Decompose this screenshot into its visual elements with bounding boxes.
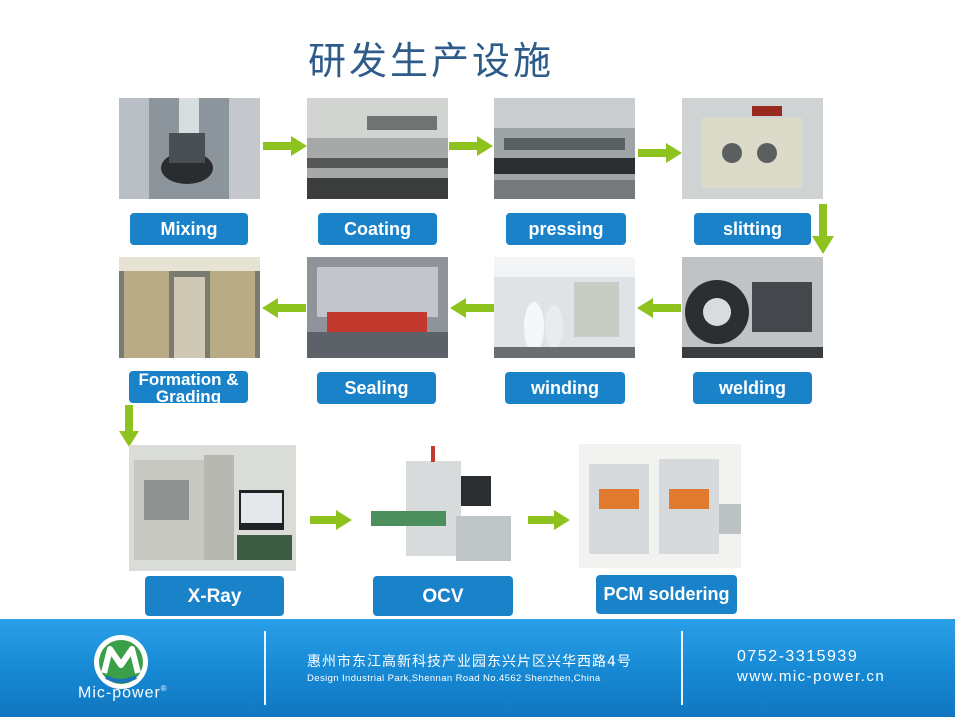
step-label-formation: Formation & Grading: [129, 371, 248, 403]
welding-photo: [682, 257, 823, 358]
formation-photo: [119, 257, 260, 358]
step-label-ocv: OCV: [373, 576, 513, 616]
arrow-down-icon: [812, 204, 834, 254]
step-label-xray: X-Ray: [145, 576, 284, 616]
arrow-left-icon: [450, 298, 494, 318]
step-label-coating: Coating: [318, 213, 437, 245]
address-english: Design Industrial Park,Shennan Road No.4…: [307, 673, 601, 684]
arrow-down-icon: [119, 405, 139, 447]
brand-text: Mic-power: [78, 684, 161, 702]
footer-bar: [0, 619, 955, 717]
sealing-photo: [307, 257, 448, 358]
arrow-right-icon: [310, 510, 352, 530]
arrow-left-icon: [262, 298, 306, 318]
step-label-pressing: pressing: [506, 213, 626, 245]
step-label-winding: winding: [505, 372, 625, 404]
brand-name: Mic-power®: [78, 684, 168, 702]
ocv-photo: [366, 441, 516, 574]
arrow-right-icon: [638, 143, 682, 163]
arrow-right-icon: [449, 136, 493, 156]
winding-photo: [494, 257, 635, 358]
step-label-welding: welding: [693, 372, 812, 404]
registered-mark: ®: [160, 684, 168, 693]
pressing-photo: [494, 98, 635, 199]
arrow-right-icon: [263, 136, 307, 156]
mixing-photo: [119, 98, 260, 199]
pcm-photo: [579, 444, 741, 568]
footer-divider: [681, 631, 683, 705]
arrow-right-icon: [528, 510, 570, 530]
step-label-sealing: Sealing: [317, 372, 436, 404]
phone-number: 0752-3315939: [737, 648, 859, 665]
page-title: 研发生产设施: [308, 39, 555, 83]
step-label-mixing: Mixing: [130, 213, 248, 245]
step-label-pcm: PCM soldering: [596, 575, 737, 614]
step-label-slitting: slitting: [694, 213, 811, 245]
website-url: www.mic-power.cn: [737, 668, 886, 685]
address-chinese: 惠州市东江高新科技产业园东兴片区兴华西路4号: [307, 654, 632, 670]
slitting-photo: [682, 98, 823, 199]
xray-photo: [129, 445, 296, 571]
coating-photo: [307, 98, 448, 199]
arrow-left-icon: [637, 298, 681, 318]
mic-power-logo-icon: [94, 635, 148, 689]
footer-divider: [264, 631, 266, 705]
